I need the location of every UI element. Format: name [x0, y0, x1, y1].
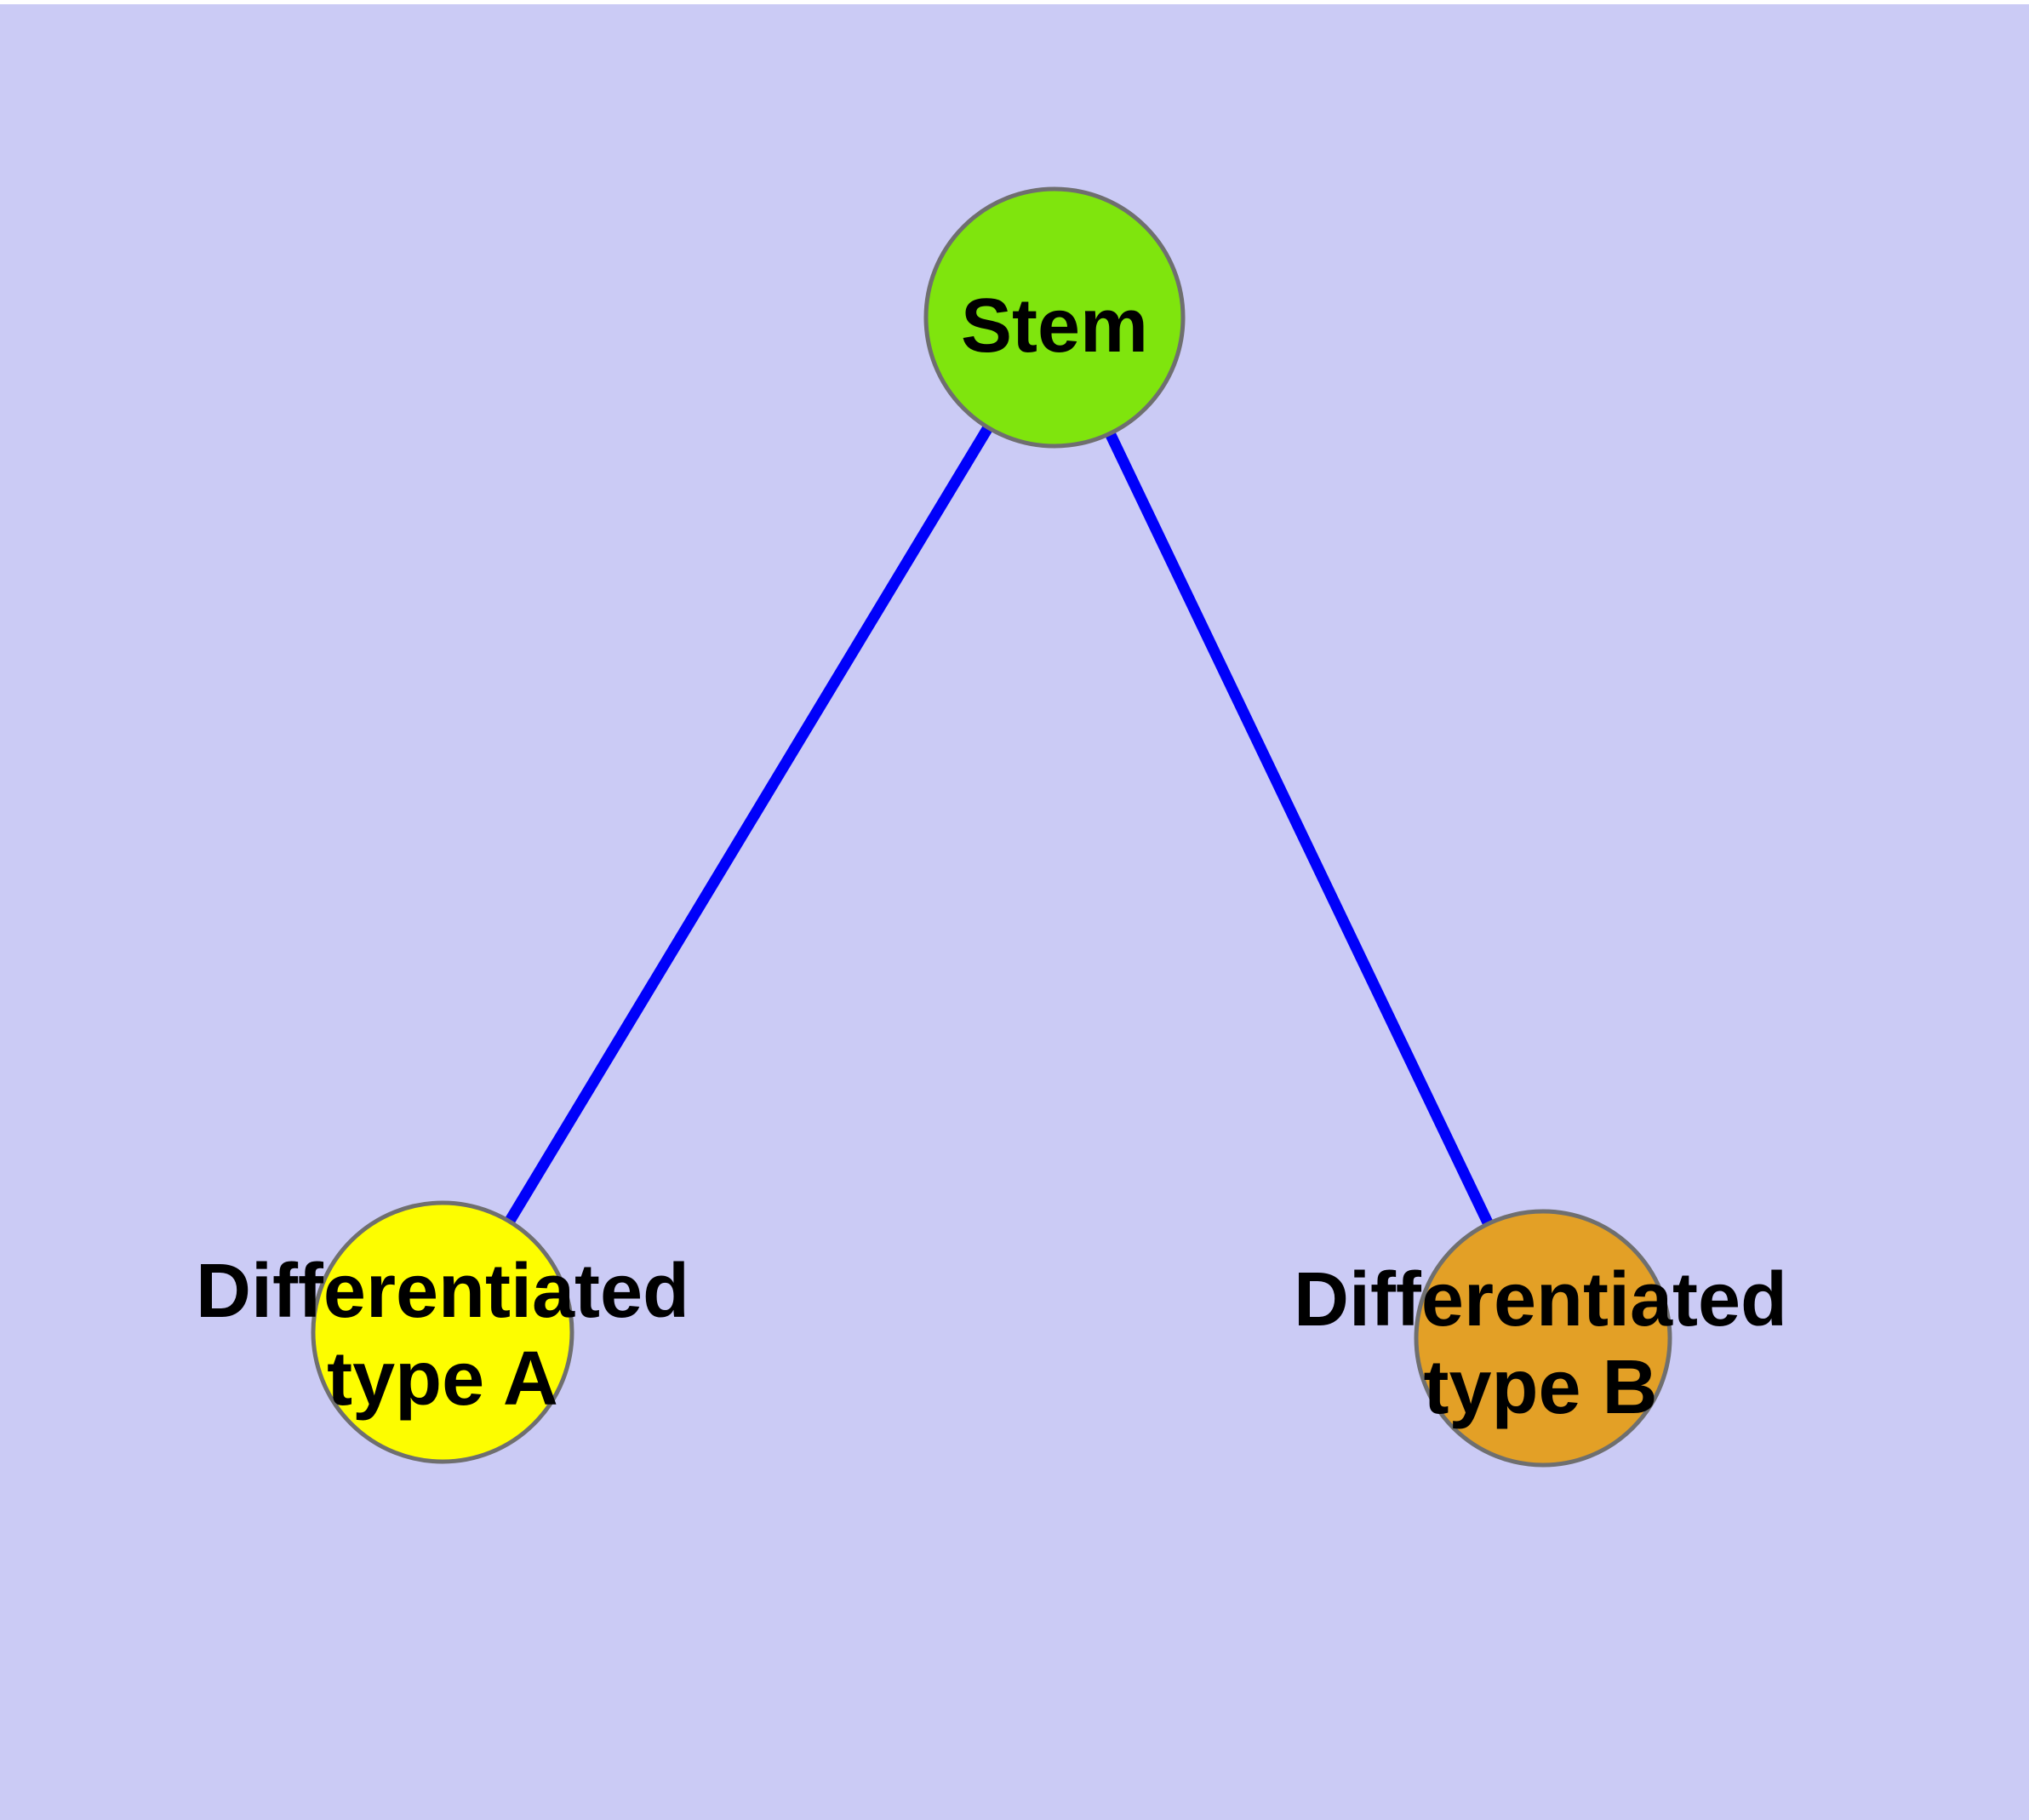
node-type-a-label-line1: Differentiated: [196, 1249, 689, 1334]
node-type-a-label-line2: type A: [327, 1336, 558, 1422]
node-type-b-label-line2: type B: [1423, 1345, 1657, 1430]
node-differentiated-type-b: [1414, 1209, 1672, 1468]
node-type-b-label-line1: Differentiated: [1294, 1257, 1787, 1342]
node-differentiated-type-a: [311, 1200, 574, 1464]
node-stem: [923, 186, 1186, 449]
edge-stem-to-type-b: [1049, 315, 1548, 1341]
edge-stem-to-type-a: [437, 314, 1060, 1336]
node-stem-label: Stem: [961, 283, 1148, 369]
